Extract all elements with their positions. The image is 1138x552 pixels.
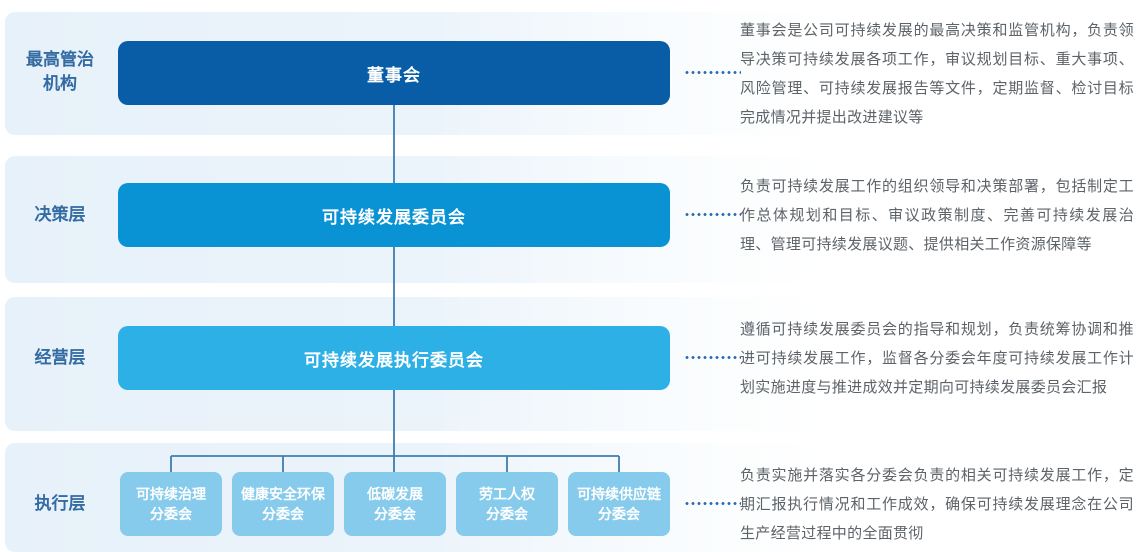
- subcommittee-label-line: 低碳发展: [367, 486, 423, 502]
- tier-label-decision: 决策层: [10, 203, 110, 227]
- tier-label-line: 机构: [43, 74, 77, 93]
- box-subcommittee-labor-rights: 劳工人权 分委会: [456, 472, 558, 536]
- dotted-leader: [684, 501, 741, 506]
- tier-label-execution: 执行层: [10, 492, 110, 516]
- subcommittee-label-line: 可持续供应链: [577, 486, 661, 502]
- description-execution: 负责实施并落实各分委会负责的相关可持续发展工作，定期汇报执行情况和工作成效，确保…: [740, 467, 1134, 542]
- tier-label-line: 经营层: [34, 348, 86, 367]
- subcommittee-label-line: 可持续治理: [136, 486, 206, 502]
- box-subcommittee-supply-chain: 可持续供应链 分委会: [568, 472, 670, 536]
- description-decision: 负责可持续发展工作的组织领导和决策部署，包括制定工作总体规划和目标、审议政策制度…: [740, 178, 1134, 253]
- subcommittee-label-line: 分委会: [486, 506, 528, 522]
- description-governance: 董事会是公司可持续发展的最高决策和监管机构，负责领导决策可持续发展各项工作，审议…: [740, 22, 1134, 126]
- description-operation: 遵循可持续发展委员会的指导和规划，负责统筹协调和推进可持续发展工作，监督各分委会…: [740, 321, 1134, 396]
- box-sustainability-committee: 可持续发展委员会: [118, 183, 670, 247]
- dotted-leader: [684, 212, 741, 217]
- tier-label-governance: 最高管治 机构: [10, 48, 110, 96]
- subcommittee-label-line: 劳工人权: [479, 486, 535, 502]
- tier-label-operation: 经营层: [10, 346, 110, 370]
- box-subcommittee-low-carbon: 低碳发展 分委会: [344, 472, 446, 536]
- box-subcommittee-hse: 健康安全环保 分委会: [232, 472, 334, 536]
- subcommittee-label-line: 分委会: [598, 506, 640, 522]
- subcommittee-label-line: 健康安全环保: [241, 486, 325, 502]
- tier-label-line: 执行层: [34, 494, 86, 513]
- box-sustainability-executive-committee: 可持续发展执行委员会: [118, 326, 670, 390]
- tier-label-line: 最高管治: [26, 50, 94, 69]
- dotted-leader: [684, 70, 741, 75]
- subcommittee-label-line: 分委会: [374, 506, 416, 522]
- tier-label-line: 决策层: [34, 205, 86, 224]
- subcommittee-label-line: 分委会: [150, 506, 192, 522]
- subcommittee-label-line: 分委会: [262, 506, 304, 522]
- dotted-leader: [684, 355, 741, 360]
- box-board-of-directors: 董事会: [118, 41, 670, 105]
- box-subcommittee-governance: 可持续治理 分委会: [120, 472, 222, 536]
